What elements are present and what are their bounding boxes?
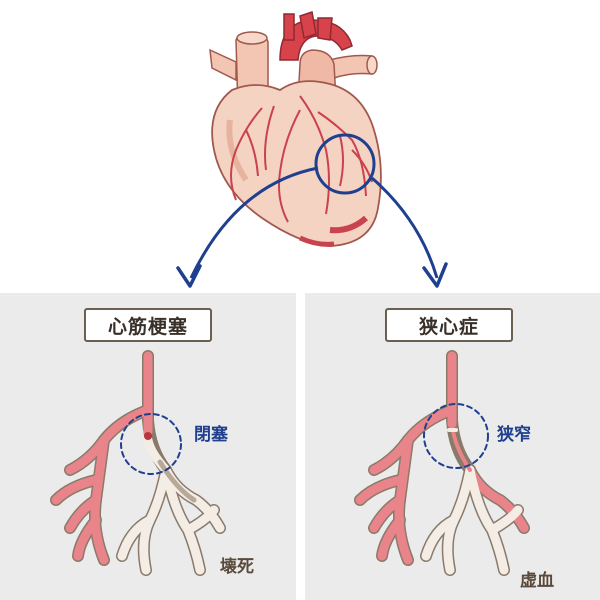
vessel-tree-right bbox=[354, 350, 530, 576]
label-myocardial-infarction: 心筋梗塞 bbox=[84, 308, 212, 342]
callout-necrosis: 壊死 bbox=[220, 557, 254, 577]
heart-illustration bbox=[209, 11, 382, 247]
arrow-left bbox=[176, 166, 319, 288]
callout-ischemia: 虚血 bbox=[520, 571, 554, 591]
vessel-tree-left bbox=[50, 350, 226, 576]
arrow-right bbox=[371, 176, 448, 288]
callout-occlusion: 閉塞 bbox=[194, 425, 228, 445]
label-angina: 狭心症 bbox=[385, 308, 513, 342]
callout-stenosis: 狭窄 bbox=[497, 425, 531, 445]
